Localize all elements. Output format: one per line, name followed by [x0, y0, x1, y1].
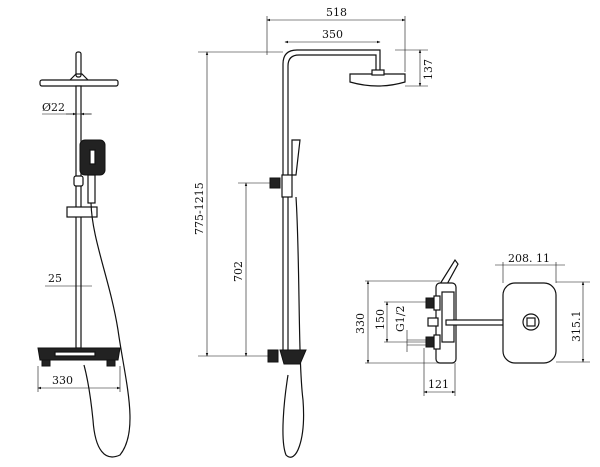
tray-width-label: 330 — [52, 374, 73, 387]
thread-label: G1/2 — [394, 306, 407, 333]
side-head — [349, 73, 406, 87]
inlet-spacing-label: 150 — [374, 309, 387, 330]
plate-height-label: 315.1 — [570, 311, 583, 343]
head-pivot — [75, 51, 82, 78]
side-hose — [282, 196, 305, 458]
slider-bracket — [66, 206, 98, 218]
head-height-label: 137 — [422, 59, 435, 80]
offset-label: 25 — [48, 272, 62, 285]
body-height-label: 330 — [354, 313, 367, 334]
depth-label: 121 — [428, 378, 449, 391]
hand-shower-handle — [87, 174, 96, 204]
diameter-label: Ø22 — [42, 101, 65, 114]
height-range-label: 775-1215 — [193, 182, 206, 235]
total-width-label: 518 — [326, 6, 347, 19]
valve-view: 208. 11 315.1 330 150 G1/2 121 — [354, 252, 590, 396]
overhead-shower-head — [39, 79, 119, 87]
arm-length-label: 350 — [322, 28, 343, 41]
valve-height-label: 702 — [232, 261, 245, 282]
hose — [83, 202, 131, 458]
front-view: Ø22 25 330 — [37, 51, 131, 458]
side-hand-shower — [291, 139, 301, 176]
plate-width-label: 208. 11 — [508, 252, 550, 265]
side-view: 518 350 137 775-1215 702 — [193, 6, 435, 458]
